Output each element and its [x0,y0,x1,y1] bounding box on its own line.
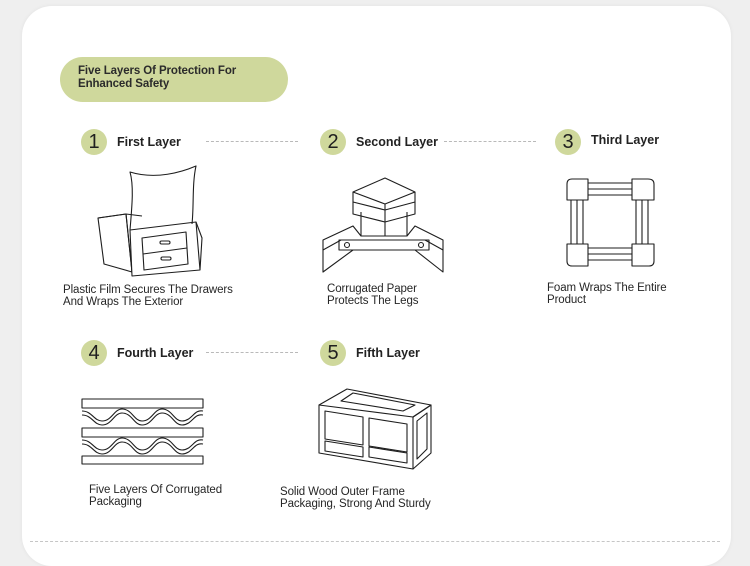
step-title: Third Layer [591,133,660,147]
bottom-divider [30,541,720,542]
wooden-crate-icon [318,388,432,470]
description-line: Five Layers Of Corrugated [89,484,223,496]
corrugated-layers-icon [81,398,204,465]
step-1-header: 1 First Layer [81,129,181,155]
description-line: Protects The Legs [327,294,419,307]
step-2-header: 2 Second Layer [320,129,438,155]
dashed-connector [206,352,298,353]
description-line: And Wraps The Exterior [63,295,184,308]
step-title: Second Layer [356,135,438,149]
description-line: Plastic Film Secures The Drawers [63,284,233,296]
step-3-description: Foam Wraps The Entire Product [547,282,667,306]
step-title: Fourth Layer [117,346,194,360]
step-title: First Layer [117,135,181,149]
description-line: Product [547,293,586,306]
dashed-connector [206,141,298,142]
step-3-header: 3 Third Layer [555,129,659,155]
step-5-header: 5 Fifth Layer [320,340,420,366]
description-line: Packaging [89,495,142,508]
step-title: Fifth Layer [356,346,420,360]
step-number-badge: 4 [81,340,107,366]
dashed-connector [444,141,536,142]
wrapped-nightstand-icon [97,165,203,277]
step-2-description: Corrugated Paper Protects The Legs [327,283,419,307]
foam-frame-icon [566,178,655,267]
step-4-description: Five Layers Of Corrugated Packaging [89,484,223,508]
step-4-header: 4 Fourth Layer [81,340,193,366]
description-line: Corrugated Paper [327,283,417,295]
corner-protector-icon [322,177,444,273]
description-line: Packaging, Strong And Sturdy [280,497,431,510]
step-5-description: Solid Wood Outer Frame Packaging, Strong… [280,486,431,510]
description-line: Foam Wraps The Entire [547,282,667,294]
step-1-description: Plastic Film Secures The Drawers And Wra… [63,284,233,308]
step-number-badge: 1 [81,129,107,155]
description-line: Solid Wood Outer Frame [280,486,405,498]
step-number-badge: 5 [320,340,346,366]
step-number-badge: 2 [320,129,346,155]
step-number-badge: 3 [555,129,581,155]
header-title: Five Layers Of Protection For Enhanced S… [78,65,237,90]
header-badge: Five Layers Of Protection For Enhanced S… [60,57,288,102]
